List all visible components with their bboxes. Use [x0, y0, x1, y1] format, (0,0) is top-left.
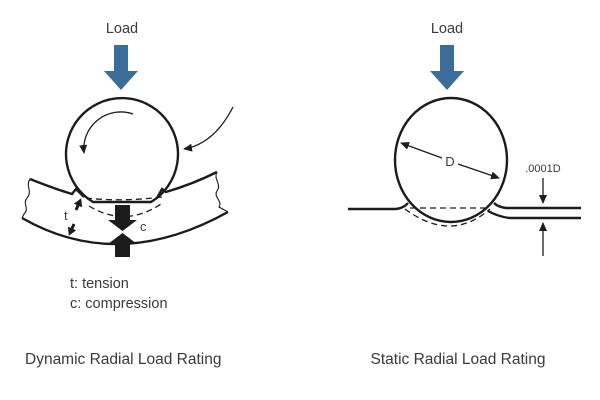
load-arrow-icon: [104, 45, 138, 90]
compression-up-arrow-icon: [108, 233, 137, 257]
load-label-right: Load: [431, 21, 463, 37]
diameter-label: D: [445, 154, 454, 169]
bearing-ball: [64, 96, 180, 204]
dynamic-load-diagram: Load t c t: tensio: [21, 21, 234, 368]
diameter-arrow-left-icon: [400, 141, 443, 159]
tension-arrow-bottom-icon: [67, 223, 77, 236]
legend-tension: t: tension: [70, 276, 129, 292]
static-caption: Static Radial Load Rating: [371, 351, 546, 368]
indentation-label: .0001D: [525, 163, 561, 175]
dent-dashed-arc: [404, 208, 491, 227]
race-top-right-line: [155, 170, 218, 199]
compression-symbol: c: [140, 219, 147, 234]
approach-arrow-icon: [183, 106, 234, 152]
surface-right-top-line: [493, 202, 581, 210]
bearing-ball: [393, 96, 509, 224]
load-arrow-icon: [430, 45, 464, 90]
compression-down-arrow-icon: [108, 205, 137, 231]
dynamic-caption: Dynamic Radial Load Rating: [25, 351, 221, 368]
legend-compression: c: compression: [70, 296, 168, 312]
static-load-diagram: Load D .0001D Static Radial Load Rating: [348, 21, 581, 368]
surface-right-bottom-line: [487, 209, 581, 220]
surface-left-line: [348, 202, 409, 211]
race-top-left-line: [29, 177, 85, 198]
tension-arrow-top-icon: [73, 198, 83, 211]
tension-symbol: t: [64, 208, 68, 223]
race-break-edge-left: [21, 178, 31, 219]
rotation-arrow-icon: [79, 111, 134, 154]
load-label-left: Load: [106, 21, 138, 37]
diameter-arrow-right-icon: [457, 163, 500, 180]
race-break-edge-right: [215, 171, 229, 213]
